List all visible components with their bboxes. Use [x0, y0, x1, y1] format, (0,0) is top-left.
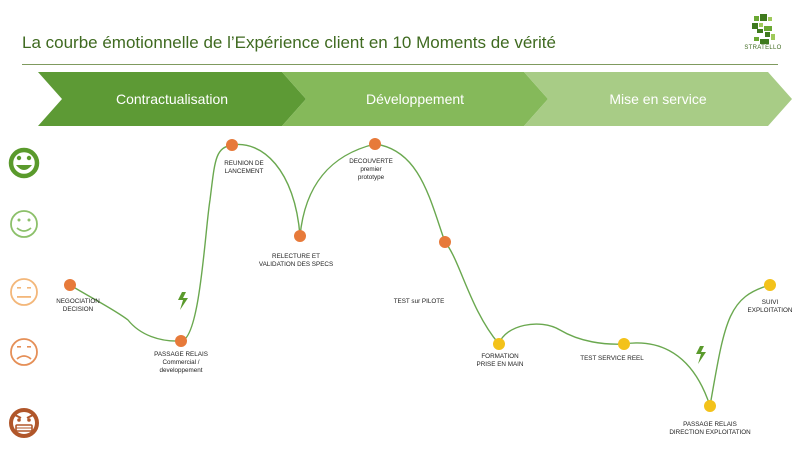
neutral-face-icon [10, 278, 38, 306]
alert-bolt-icon [178, 292, 188, 310]
title-underline [22, 64, 778, 65]
angry-face-icon [9, 408, 39, 438]
phase-banner [38, 72, 792, 126]
logo-mark-icon [752, 14, 775, 44]
moment-dot [618, 338, 630, 350]
phase-arrow-contractualisation [38, 72, 306, 126]
stratello-logo [752, 14, 775, 44]
moment-dot [294, 230, 306, 242]
phase-arrow-mise-en-service [524, 72, 792, 126]
phase-arrow-developpement [282, 72, 548, 126]
moment-dot [64, 279, 76, 291]
emotion-scale [8, 147, 40, 438]
moment-dot [704, 400, 716, 412]
moment-dot [493, 338, 505, 350]
moment-dot [175, 335, 187, 347]
very-happy-face-icon [8, 147, 40, 179]
moment-dot [439, 236, 451, 248]
logo-text: STRATELLO [744, 45, 782, 51]
phase-label-contractualisation: Contractualisation [115, 91, 229, 107]
moment-label-test-service-reel: TEST SERVICE REEL [580, 355, 644, 362]
moment-label-test-pilote: TEST sur PILOTE [393, 298, 445, 305]
moment-dot [764, 279, 776, 291]
moment-dot [226, 139, 238, 151]
alert-bolt-icon [696, 346, 706, 364]
sad-face-icon [10, 338, 38, 366]
moment-dot [369, 138, 381, 150]
page-title: La courbe émotionnelle de l’Expérience c… [22, 33, 556, 52]
phase-label-developpement: Développement [365, 91, 465, 107]
happy-face-icon [10, 210, 38, 238]
moment-dots [64, 138, 776, 412]
phase-label-mise-en-service: Mise en service [609, 91, 707, 107]
